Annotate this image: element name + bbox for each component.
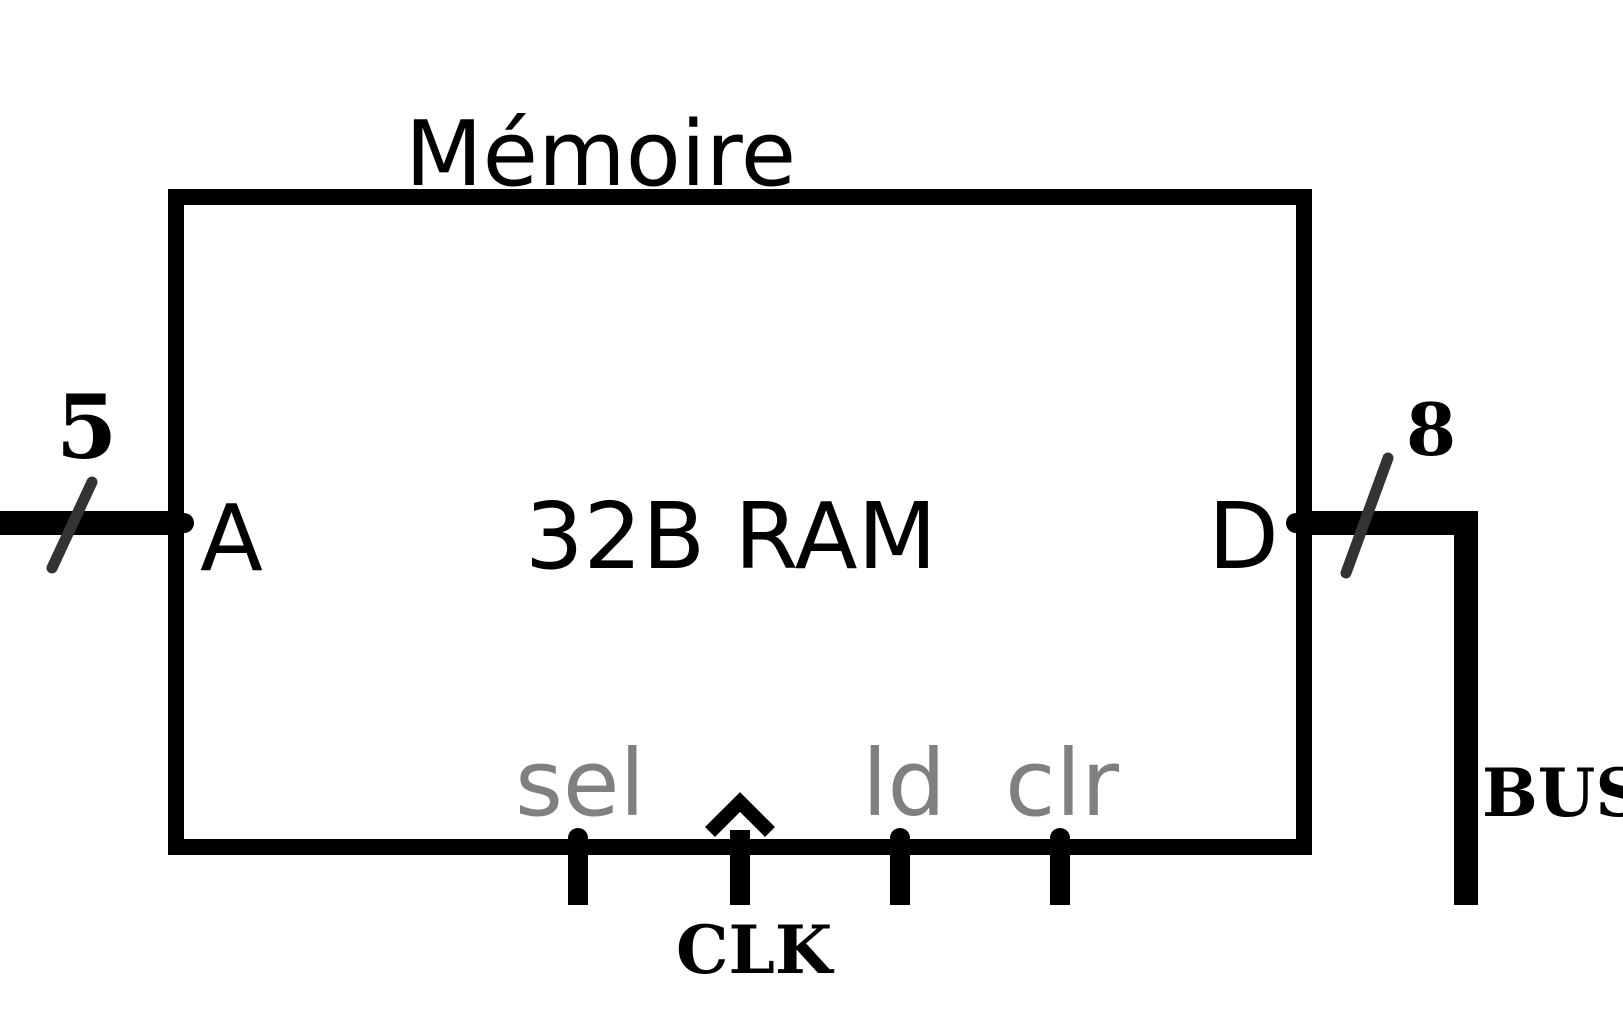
address-bus-width: 5 xyxy=(56,375,117,479)
block-title: Mémoire xyxy=(405,102,796,207)
clock-edge-icon xyxy=(705,792,775,837)
data-port-label: D xyxy=(1208,483,1279,590)
clr-label: clr xyxy=(1005,730,1119,837)
address-port-label: A xyxy=(200,485,263,592)
bus-label: BUS xyxy=(1482,754,1623,832)
clock-label: CLK xyxy=(676,911,835,989)
address-bus-slash xyxy=(46,476,98,574)
block-label: 32B RAM xyxy=(525,483,937,590)
data-bus-width: 8 xyxy=(1406,387,1456,472)
data-bus-wire xyxy=(1296,511,1478,905)
sel-label: sel xyxy=(515,730,645,837)
address-port-dot xyxy=(174,513,194,533)
ld-label: ld xyxy=(862,730,946,837)
data-bus-slash xyxy=(1340,452,1394,579)
